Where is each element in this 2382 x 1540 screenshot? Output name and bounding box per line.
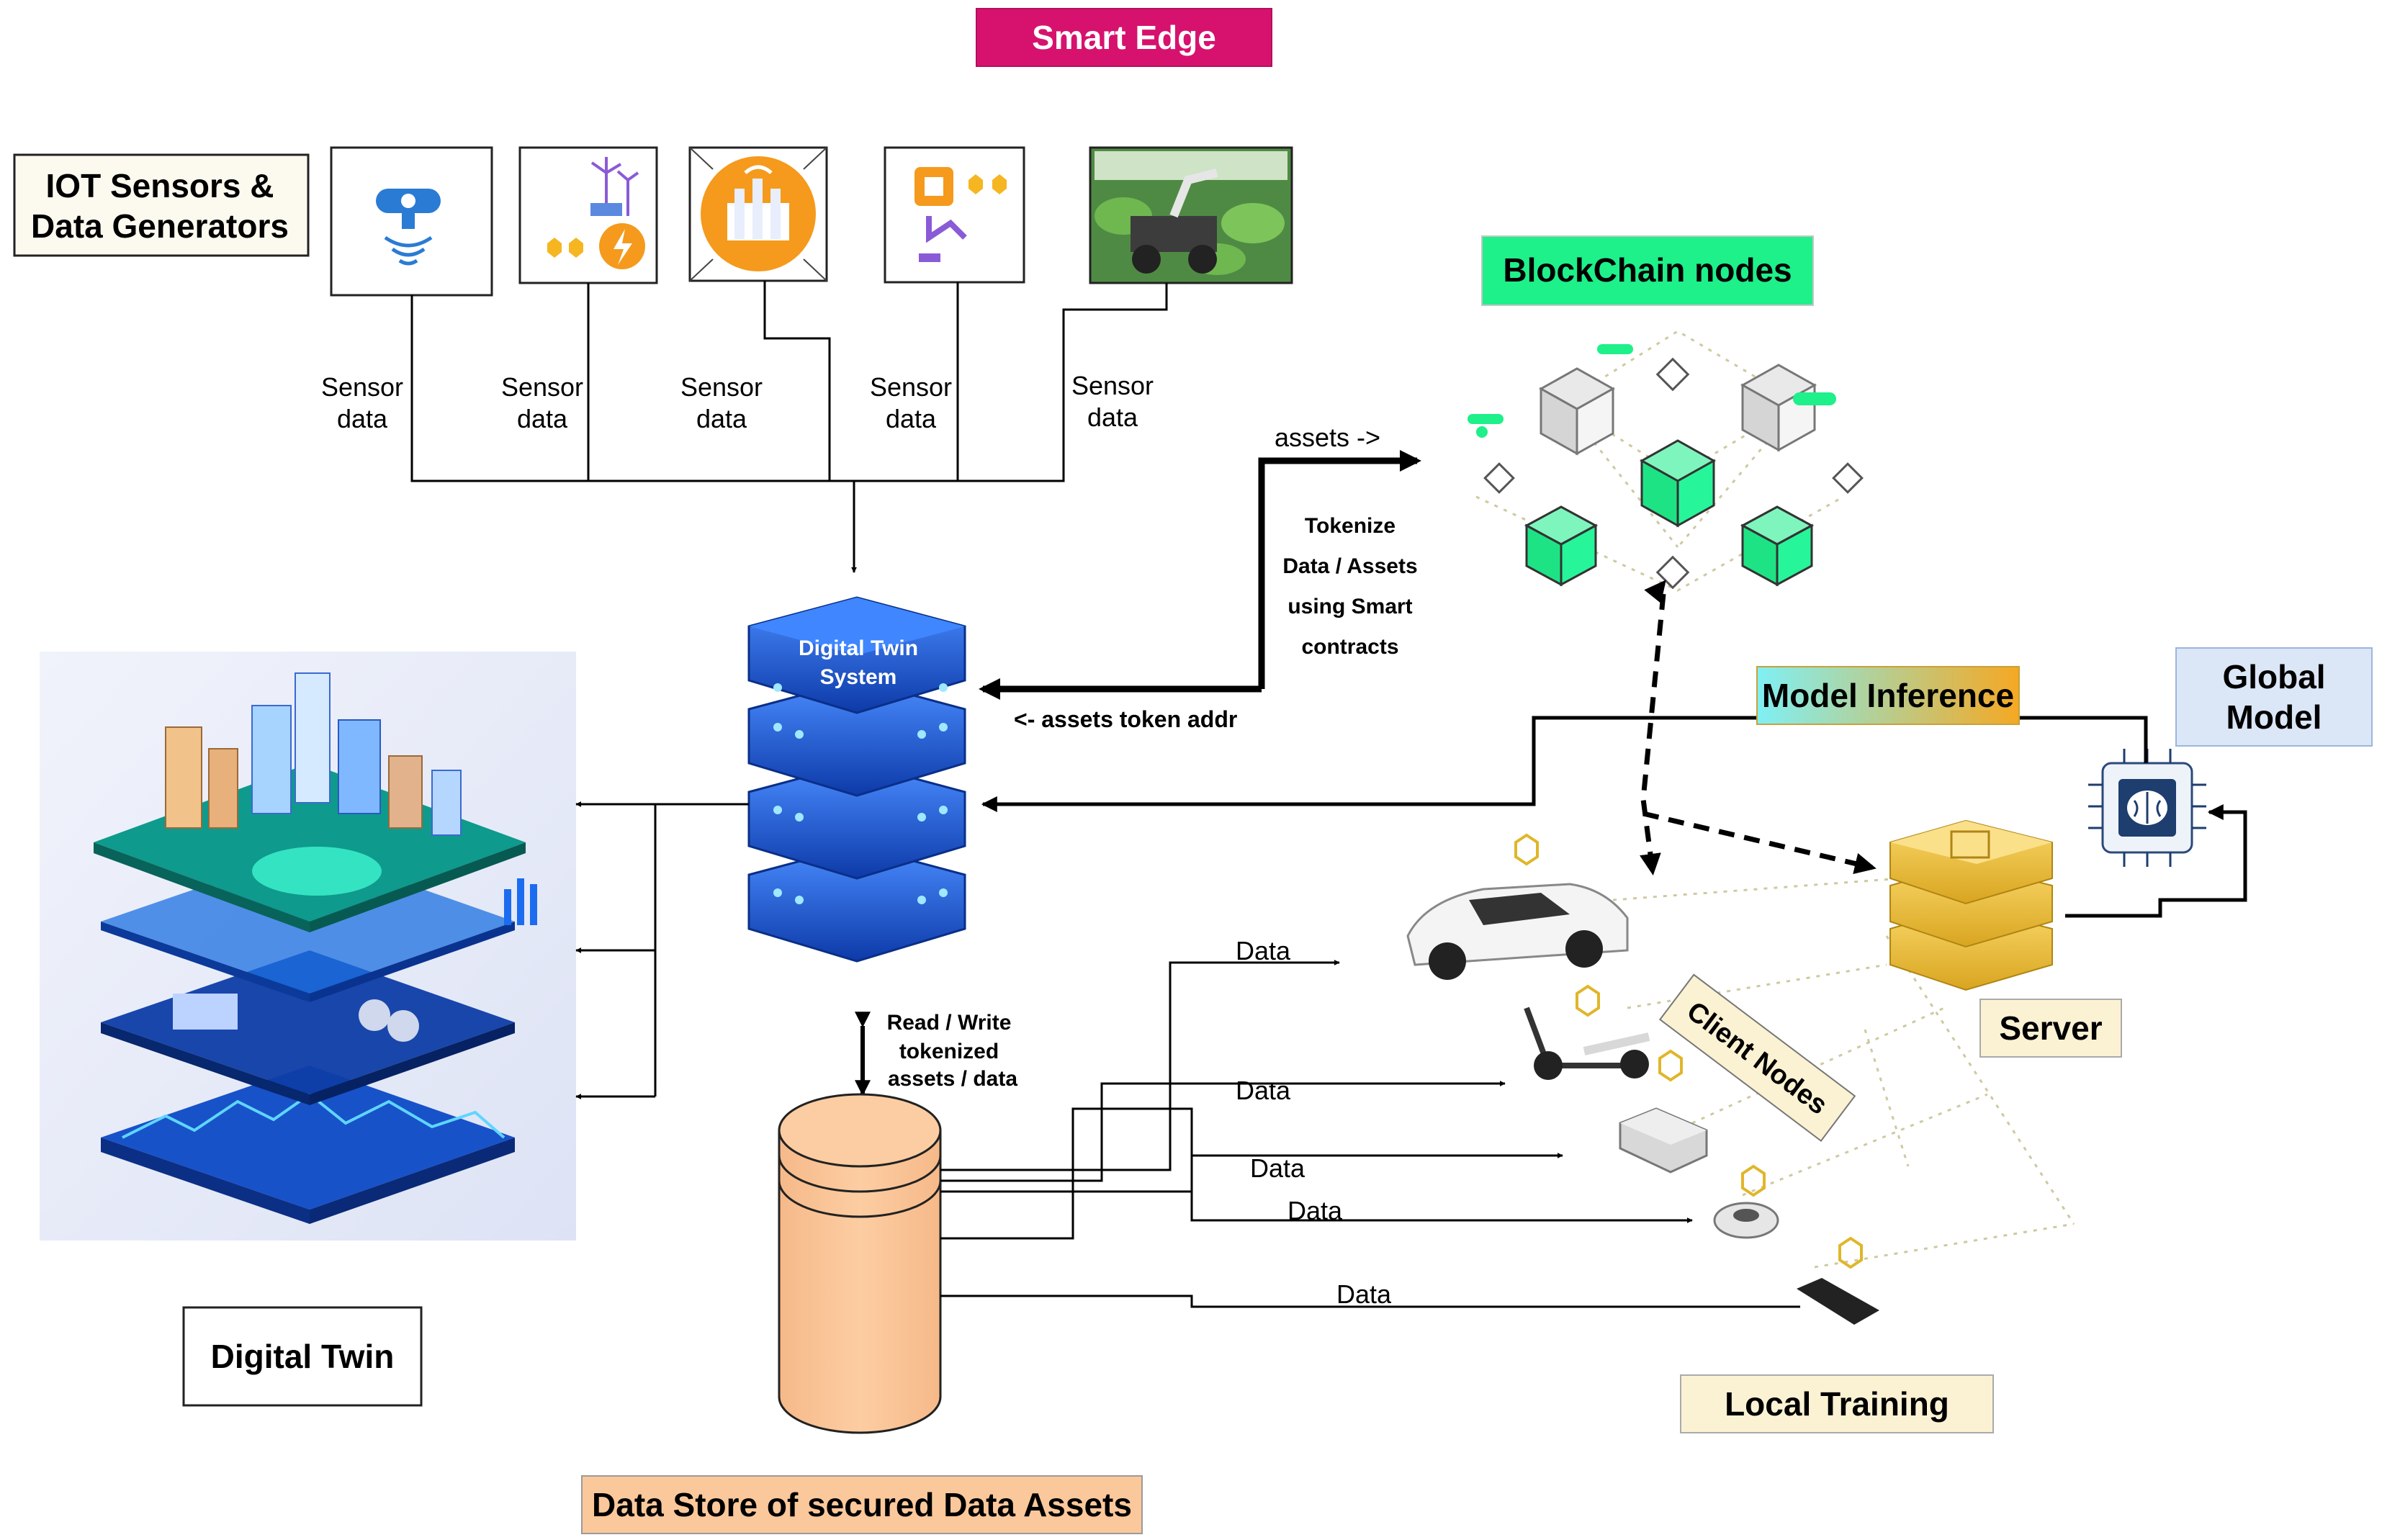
iot-sensor-icon: [330, 146, 493, 297]
database-cylinder-icon: [778, 1093, 942, 1434]
svg-text:System: System: [820, 665, 897, 689]
svg-text:Smart Edge: Smart Edge: [1032, 19, 1216, 56]
svg-text:data: data: [337, 404, 388, 433]
farm-robot-icon: [1089, 146, 1293, 284]
svg-text:Sensor: Sensor: [501, 372, 583, 402]
svg-text:Local Training: Local Training: [1725, 1385, 1949, 1423]
twin-feed-arrows: [575, 801, 749, 1099]
local-training-title: Local Training: [1680, 1374, 1994, 1433]
svg-text:data: data: [517, 404, 568, 433]
svg-text:Sensor: Sensor: [680, 372, 763, 402]
svg-text:contracts: contracts: [1301, 635, 1398, 659]
read-write-arrow: Read / Write tokenized assets / data: [855, 1011, 1017, 1097]
smart-edge-title: Smart Edge: [976, 8, 1272, 67]
blockchain-network-icon: [1468, 330, 1864, 592]
svg-text:Global: Global: [2222, 658, 2325, 695]
svg-text:BlockChain nodes: BlockChain nodes: [1503, 251, 1792, 289]
ai-brain-chip-icon: [2088, 749, 2206, 867]
svg-text:assets / data: assets / data: [888, 1067, 1017, 1091]
svg-text:tokenized: tokenized: [899, 1040, 999, 1063]
chip-robot-arm-icon: [884, 146, 1025, 284]
svg-text:Data: Data: [1236, 936, 1291, 965]
svg-text:Read / Write: Read / Write: [887, 1011, 1012, 1035]
iot-sensors-title: IOT Sensors & Data Generators: [13, 153, 310, 257]
svg-text:Model Inference: Model Inference: [1762, 677, 2014, 714]
router-icon: [1619, 1049, 1708, 1174]
svg-text:Sensor: Sensor: [1071, 371, 1154, 400]
digital-twin-system-icon: Digital Twin System: [747, 596, 966, 963]
scooter-icon: [1524, 984, 1650, 1080]
gold-server-icon: [1889, 819, 2053, 991]
svg-text:Data Store of secured Data Ass: Data Store of secured Data Assets: [592, 1486, 1132, 1523]
svg-text:<- assets token addr: <- assets token addr: [1014, 706, 1237, 732]
smart-factory-icon: [688, 146, 828, 282]
digital-twin-city-illustration: [40, 652, 576, 1240]
data-flow-labels: Data Data Data Data Data: [1236, 936, 1392, 1309]
robot-vacuum-icon: [1713, 1164, 1779, 1239]
svg-text:Data: Data: [1336, 1279, 1392, 1309]
svg-text:Data: Data: [1250, 1153, 1305, 1183]
sensor-data-labels: Sensor data Sensor data Sensor data Sens…: [321, 371, 1154, 433]
wind-solar-energy-icon: [518, 146, 658, 284]
client-nodes-label: Client Nodes: [1658, 973, 1856, 1143]
smartphone-icon: [1797, 1236, 1879, 1325]
svg-text:Client Nodes: Client Nodes: [1681, 996, 1833, 1120]
model-inference-title: Model Inference: [1756, 666, 2020, 725]
global-model-title: Global Model: [2175, 647, 2373, 747]
svg-text:IOT Sensors &: IOT Sensors &: [46, 167, 274, 204]
sensor-bus-wires: [410, 281, 1168, 573]
blockchain-sync-arrows: [1640, 580, 1877, 875]
svg-text:Data / Assets: Data / Assets: [1282, 554, 1417, 578]
svg-text:Data: Data: [1236, 1076, 1291, 1105]
svg-text:Data: Data: [1287, 1196, 1343, 1225]
svg-text:Model: Model: [2226, 698, 2322, 736]
svg-text:Tokenize: Tokenize: [1305, 514, 1396, 538]
svg-text:data: data: [1087, 402, 1138, 432]
svg-text:data: data: [696, 404, 747, 433]
server-title: Server: [1979, 999, 2122, 1058]
svg-text:Digital Twin: Digital Twin: [799, 636, 918, 660]
svg-text:data: data: [886, 404, 937, 433]
svg-text:Server: Server: [1999, 1009, 2102, 1047]
digital-twin-title: Digital Twin: [182, 1306, 423, 1407]
tokenize-arrows: assets -> Tokenize Data / Assets using S…: [979, 423, 1421, 732]
svg-text:assets ->: assets ->: [1275, 423, 1380, 452]
data-flow-wires: [940, 960, 1800, 1308]
svg-text:Data Generators: Data Generators: [31, 207, 289, 245]
car-icon: [1406, 833, 1629, 980]
model-inference-wires: [981, 716, 2247, 918]
client-network-dotted: [1612, 877, 2075, 1269]
svg-text:using Smart: using Smart: [1287, 595, 1412, 618]
svg-text:Digital Twin: Digital Twin: [211, 1338, 395, 1375]
svg-text:Sensor: Sensor: [321, 372, 403, 402]
data-store-title: Data Store of secured Data Assets: [581, 1475, 1143, 1534]
svg-text:Sensor: Sensor: [870, 372, 952, 402]
blockchain-title: BlockChain nodes: [1481, 235, 1814, 306]
